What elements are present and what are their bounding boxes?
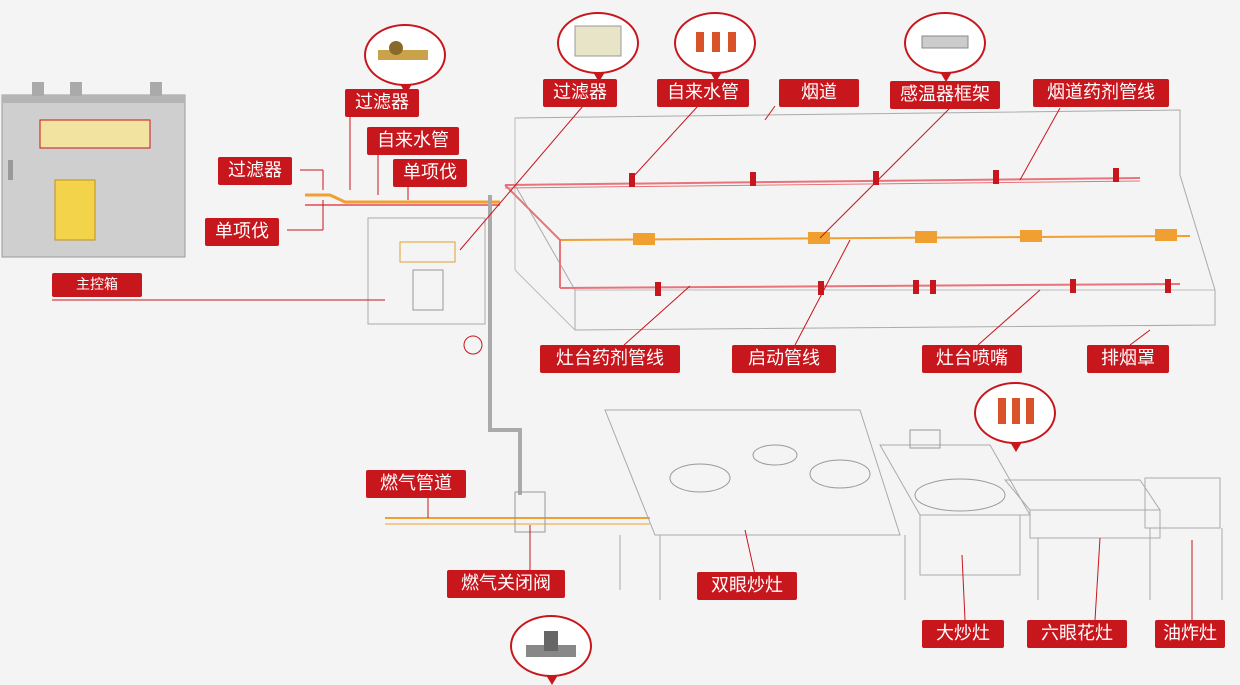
- gas-valve-icon: [510, 615, 592, 685]
- double-stove-illustration: [604, 409, 906, 600]
- big-stove-illustration: [879, 429, 1031, 576]
- label-stove-pipeline: 灶台药剂管线: [540, 345, 680, 373]
- label-flue-pipeline: 烟道药剂管线: [1033, 79, 1169, 107]
- nozzle-icon: [974, 382, 1056, 452]
- label-flue: 烟道: [779, 79, 859, 107]
- label-tap-water-left: 自来水管: [367, 127, 459, 155]
- label-fryer: 油炸灶: [1155, 620, 1225, 648]
- label-filter-left: 过滤器: [218, 157, 292, 185]
- label-filter-top: 过滤器: [543, 79, 617, 107]
- label-check-valve-left: 单项伐: [205, 218, 279, 246]
- label-gas-pipe: 燃气管道: [366, 470, 466, 498]
- label-hood: 排烟罩: [1087, 345, 1169, 373]
- label-start-pipeline: 启动管线: [732, 345, 836, 373]
- fryer-illustration: [1144, 477, 1223, 600]
- sensor-frame-icon: [904, 12, 986, 82]
- exhaust-hood: [514, 109, 1216, 331]
- control-box-icon: [557, 12, 639, 82]
- tap-pipe-icon: [674, 12, 756, 82]
- label-main-box: 主控箱: [52, 273, 142, 297]
- label-big-stove: 大炒灶: [922, 620, 1004, 648]
- label-tap-water-top: 自来水管: [657, 79, 749, 107]
- six-burner-illustration: [1003, 479, 1161, 600]
- label-stove-nozzle: 灶台喷嘴: [922, 345, 1022, 373]
- label-double-stove: 双眼炒灶: [697, 572, 797, 600]
- filter-icon: [364, 24, 446, 94]
- label-sensor-frame: 感温器框架: [890, 81, 1000, 109]
- label-gas-valve: 燃气关闭阀: [447, 570, 565, 598]
- label-filter-top-left: 过滤器: [345, 89, 419, 117]
- label-six-burner: 六眼花灶: [1027, 620, 1127, 648]
- label-check-valve-mid: 单项伐: [393, 159, 467, 187]
- agent-cylinder-cabinet: [367, 217, 486, 355]
- control-box-icon: [1, 82, 186, 258]
